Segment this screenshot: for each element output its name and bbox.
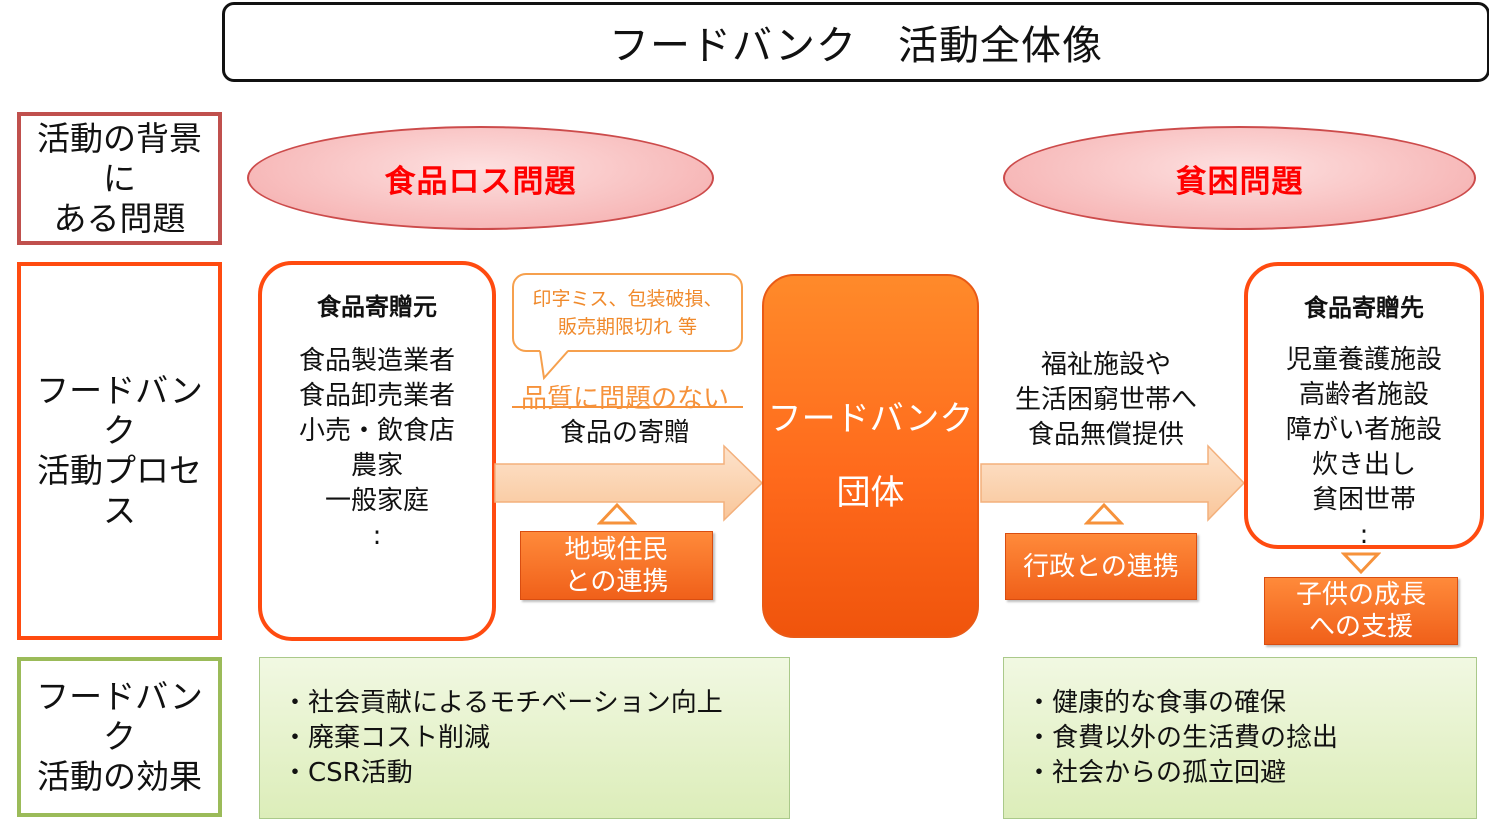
list-item: 食品卸売業者 — [298, 381, 455, 411]
recipient-list: 児童養護施設 高齢者施設 障がい者施設 炊き出し 貧困世帯 : — [1286, 343, 1442, 553]
category-label-line: フードバンク — [36, 677, 203, 756]
list-item: ・健康的な食事の確保 — [1026, 687, 1287, 718]
donation-arrow — [494, 444, 764, 522]
page-title: フードバンク 活動全体像 — [222, 2, 1489, 82]
list-item: 貧困世帯 — [1311, 485, 1416, 515]
effect-recipient-side: ・健康的な食事の確保 ・食費以外の生活費の捻出 ・社会からの孤立回避 — [1003, 657, 1477, 819]
supply-line: 食品無償提供 — [1027, 419, 1184, 450]
tag-child-support: 子供の成長 への支援 — [1264, 577, 1458, 645]
list-item: 高齢者施設 — [1298, 380, 1429, 410]
category-label-line: フードバンク — [36, 371, 203, 450]
effect-donor-side: ・社会貢献によるモチベーション向上 ・廃棄コスト削減 ・CSR活動 — [259, 657, 790, 819]
supply-line: 生活困窮世帯へ — [1014, 384, 1197, 415]
list-item: ・廃棄コスト削減 — [282, 722, 491, 753]
food-bank-line: 団体 — [836, 473, 905, 513]
triangle-up-icon — [597, 502, 637, 525]
category-activity-process: フードバンク 活動プロセス — [17, 262, 222, 640]
list-item: 児童養護施設 — [1285, 345, 1442, 375]
tag-line: との連携 — [564, 566, 669, 597]
supply-line: 福祉施設や — [1040, 349, 1171, 380]
category-label-line: 活動の背景に — [37, 118, 202, 198]
donor-list: 食品製造業者 食品卸売業者 小売・飲食店 農家 一般家庭 : — [299, 344, 455, 554]
speech-bubble: 印字ミス、包装破損、 販売期限切れ 等 — [512, 273, 743, 352]
speech-bubble-tail — [539, 350, 569, 380]
list-item: 炊き出し — [1311, 450, 1416, 480]
list-item: : — [1359, 520, 1369, 550]
list-item: ・CSR活動 — [282, 757, 413, 788]
list-item: ・社会貢献によるモチベーション向上 — [282, 687, 723, 718]
category-background-problems: 活動の背景に ある問題 — [17, 112, 222, 245]
category-label-line: ある問題 — [53, 198, 186, 238]
tag-line: 行政との連携 — [1023, 551, 1179, 582]
list-item: ・食費以外の生活費の捻出 — [1026, 722, 1339, 753]
list-item: 食品製造業者 — [298, 346, 455, 376]
category-label-line: 活動プロセス — [37, 451, 202, 530]
supply-arrow — [980, 444, 1246, 522]
category-activity-effect: フードバンク 活動の効果 — [17, 657, 222, 817]
donor-box: 食品寄贈元 食品製造業者 食品卸売業者 小売・飲食店 農家 一般家庭 : — [258, 261, 496, 641]
problem-poverty: 貧困問題 — [1003, 126, 1476, 230]
list-item: 一般家庭 — [324, 486, 429, 516]
tag-line: 地域住民 — [564, 534, 669, 565]
donor-heading: 食品寄贈元 — [317, 293, 437, 321]
problem-poverty-label: 貧困問題 — [1175, 163, 1304, 200]
quality-text: 品質に問題のない — [520, 384, 729, 414]
food-bank-organization: フードバンク 団体 — [762, 274, 979, 638]
bubble-line: 印字ミス、包装破損、 — [532, 287, 723, 310]
page-title-text: フードバンク 活動全体像 — [609, 23, 1103, 69]
quality-underline — [512, 406, 743, 408]
bubble-line: 販売期限切れ 等 — [557, 315, 698, 338]
list-item: 農家 — [350, 451, 403, 481]
category-label-line: 活動の効果 — [37, 757, 202, 796]
tag-local-residents: 地域住民 との連携 — [520, 531, 713, 600]
recipient-box: 食品寄贈先 児童養護施設 高齢者施設 障がい者施設 炊き出し 貧困世帯 : — [1244, 262, 1484, 550]
problem-food-loss: 食品ロス問題 — [247, 126, 714, 230]
tag-line: 子供の成長 — [1295, 580, 1426, 610]
triangle-down-icon — [1341, 552, 1381, 575]
tag-administration: 行政との連携 — [1005, 533, 1197, 600]
tag-line: への支援 — [1308, 612, 1413, 642]
list-item: 小売・飲食店 — [298, 416, 455, 446]
list-item: 障がい者施設 — [1285, 415, 1442, 445]
donation-label: 食品の寄贈 — [559, 418, 690, 448]
triangle-up-icon — [1084, 502, 1124, 525]
food-bank-line: フードバンク — [767, 399, 974, 439]
recipient-heading: 食品寄贈先 — [1304, 294, 1424, 322]
supply-description: 福祉施設や 生活困窮世帯へ 食品無償提供 — [993, 346, 1219, 454]
list-item: : — [372, 521, 382, 551]
list-item: ・社会からの孤立回避 — [1026, 757, 1287, 788]
problem-food-loss-label: 食品ロス問題 — [384, 163, 577, 200]
